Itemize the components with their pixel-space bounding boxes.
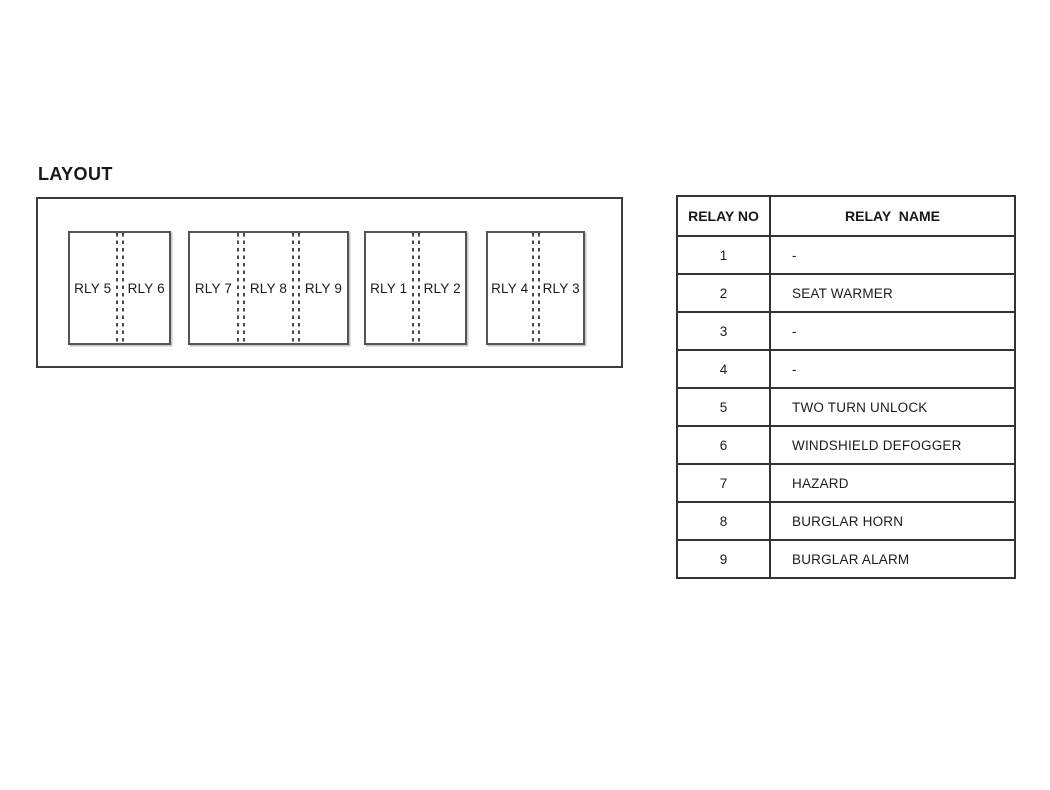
relay-no-cell: 2 [676,273,771,313]
table-row: 6 WINDSHIELD DEFOGGER [676,425,1016,465]
relay-name-cell: BURGLAR HORN [769,501,1016,541]
relay-block-7-8-9: RLY 7 RLY 8 RLY 9 [188,231,349,345]
relay-slot-label: RLY 5 [74,280,112,296]
dashed-divider [237,233,245,343]
relay-block-1-2: RLY 1 RLY 2 [364,231,467,345]
relay-slot-label: RLY 8 [249,280,288,296]
dashed-divider [292,233,300,343]
relay-no-cell: 4 [676,349,771,389]
relay-name-cell: HAZARD [769,463,1016,503]
relay-name-cell: WINDSHIELD DEFOGGER [769,425,1016,465]
table-row: 7 HAZARD [676,463,1016,503]
relay-no-cell: 6 [676,425,771,465]
relay-block-5-6: RLY 5 RLY 6 [68,231,171,345]
relay-no-header: RELAY NO [676,195,771,237]
table-row: 4 - [676,349,1016,389]
table-row: 5 TWO TURN UNLOCK [676,387,1016,427]
relay-name-cell: - [769,311,1016,351]
relay-no-cell: 5 [676,387,771,427]
relay-no-cell: 9 [676,539,771,579]
relay-slot-label: RLY 9 [304,280,343,296]
table-row: 9 BURGLAR ALARM [676,539,1016,579]
relay-slot-label: RLY 2 [423,280,461,296]
table-row: 8 BURGLAR HORN [676,501,1016,541]
layout-heading: LAYOUT [38,164,113,184]
relay-slot-label: RLY 3 [542,280,580,296]
relay-table: RELAY NO RELAY NAME 1 - 2 SEAT WARMER 3 … [676,195,1016,579]
relay-no-cell: 8 [676,501,771,541]
table-header-row: RELAY NO RELAY NAME [676,195,1016,237]
relay-name-header: RELAY NAME [769,195,1016,237]
relay-name-cell: - [769,235,1016,275]
relay-name-cell: - [769,349,1016,389]
table-row: 2 SEAT WARMER [676,273,1016,313]
relay-slot-label: RLY 1 [370,280,408,296]
dashed-divider [531,233,540,343]
table-row: 3 - [676,311,1016,351]
relay-slot-label: RLY 6 [127,280,165,296]
relay-block-4-3: RLY 4 RLY 3 [486,231,585,345]
relay-no-cell: 7 [676,463,771,503]
relay-slot-label: RLY 7 [194,280,233,296]
relay-name-cell: TWO TURN UNLOCK [769,387,1016,427]
relay-name-cell: BURGLAR ALARM [769,539,1016,579]
table-row: 1 - [676,235,1016,275]
relay-slot-label: RLY 4 [491,280,529,296]
dashed-divider [115,233,124,343]
relay-no-cell: 1 [676,235,771,275]
relay-no-cell: 3 [676,311,771,351]
dashed-divider [411,233,420,343]
relay-box-outline: RLY 5 RLY 6 RLY 7 RLY 8 RLY 9 RLY 1 RLY … [36,197,623,368]
relay-name-cell: SEAT WARMER [769,273,1016,313]
